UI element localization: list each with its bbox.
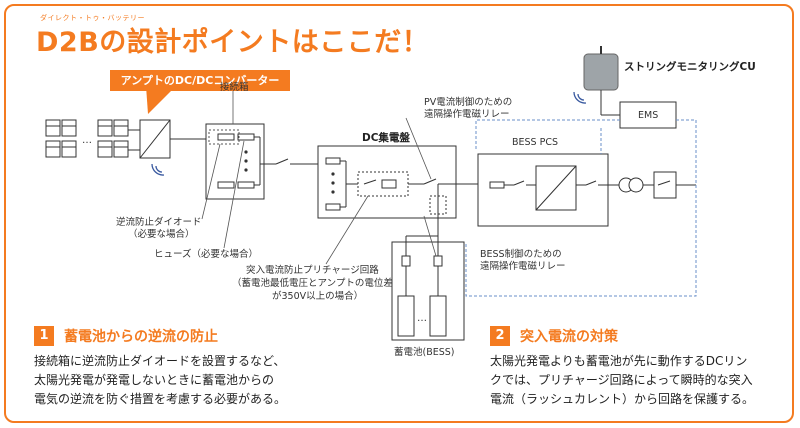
section-2-heading: 2 突入電流の対策 xyxy=(490,326,618,346)
pv-panel xyxy=(97,140,113,158)
pv-panels xyxy=(45,119,129,158)
pv-panel xyxy=(113,119,129,137)
page-title: D2Bの設計ポイントはここだ！ xyxy=(36,27,430,58)
dc-panel-label: DC集電盤 xyxy=(362,132,410,144)
section-1-line: 太陽光発電が発電しないときに蓄電池からの xyxy=(34,373,275,387)
monitor-wifi-icon xyxy=(573,91,587,104)
battery-module xyxy=(397,295,415,337)
section-1-heading: 1 蓄電池からの逆流の防止 xyxy=(34,326,218,346)
string-monitor-unit xyxy=(583,53,619,91)
section-1-line: 接続箱に逆流防止ダイオードを設置するなど、 xyxy=(34,354,286,368)
precharge-label-3: が350V以上の場合） xyxy=(272,291,364,302)
diode xyxy=(217,133,235,141)
precharge-label-2: （蓄電池最低電圧とアンプトの電位差 xyxy=(232,278,393,289)
pv-relay xyxy=(423,178,437,185)
string-monitor-label: ストリングモニタリングCU xyxy=(624,61,756,73)
pv-panel xyxy=(45,119,61,137)
pv-panel xyxy=(61,119,77,137)
pv-relay-label-2: 遠隔操作電磁リレー xyxy=(424,109,510,120)
section-2-line: 太陽光発電よりも蓄電池が先に動作するDCリン xyxy=(490,354,748,368)
ems-box xyxy=(619,101,677,129)
section-2-line: クでは、プリチャージ回路によって瞬時的な突入 xyxy=(490,373,753,387)
leader-lines xyxy=(201,91,437,265)
title-ruby: ダイレクト・トゥ・バッテリー xyxy=(40,14,145,22)
diode-label-1: 逆流防止ダイオード xyxy=(116,217,202,228)
pv-ellipsis: … xyxy=(82,135,92,146)
junction-box-label: 接続箱 xyxy=(220,82,249,93)
svg-text:…: … xyxy=(417,313,427,324)
bess-relay-label-1: BESS制御のための xyxy=(480,249,562,260)
ems-label: EMS xyxy=(638,110,659,121)
wifi-icon xyxy=(151,163,165,176)
callout-pointer xyxy=(146,86,176,114)
fuse xyxy=(237,133,255,141)
battery-label: 蓄電池(BESS) xyxy=(394,347,455,358)
grid-breaker xyxy=(653,171,677,199)
bess-relay-label-2: 遠隔操作電磁リレー xyxy=(480,261,566,272)
switch xyxy=(275,158,289,165)
dcdc-callout: アンプトのDC/DCコンバーター xyxy=(110,70,290,91)
system-diagram: … xyxy=(45,46,697,341)
section-1-number: 1 xyxy=(34,326,54,346)
section-2-title: 突入電流の対策 xyxy=(520,329,618,345)
pv-panel xyxy=(113,140,129,158)
section-2-number: 2 xyxy=(490,326,510,346)
battery-module xyxy=(429,295,447,337)
section-1-title: 蓄電池からの逆流の防止 xyxy=(64,329,218,345)
diode-label-2: （必要な場合） xyxy=(128,229,195,240)
diagram-frame: ダイレクト・トゥ・バッテリー D2Bの設計ポイントはここだ！ … xyxy=(4,4,794,423)
fuse-label: ヒューズ（必要な場合） xyxy=(154,249,259,260)
section-2-line: 電流（ラッシュカレント）から回路を保護する。 xyxy=(490,392,755,406)
bess-pcs-label: BESS PCS xyxy=(512,137,558,148)
precharge-label-1: 突入電流防止プリチャージ回路 xyxy=(246,265,379,276)
diode-highlight xyxy=(208,129,240,145)
control-lines xyxy=(465,119,697,297)
section-1-line: 電気の逆流を防ぐ措置を考慮する必要がある。 xyxy=(34,392,287,406)
pv-panel xyxy=(45,140,61,158)
pv-panel xyxy=(61,140,77,158)
section-1-body: 接続箱に逆流防止ダイオードを設置するなど、 太陽光発電が発電しないときに蓄電池か… xyxy=(34,352,286,409)
pv-relay-label-1: PV電流制御のための xyxy=(424,97,513,108)
pv-panel xyxy=(97,119,113,137)
section-2-body: 太陽光発電よりも蓄電池が先に動作するDCリン クでは、プリチャージ回路によって瞬… xyxy=(490,352,754,409)
